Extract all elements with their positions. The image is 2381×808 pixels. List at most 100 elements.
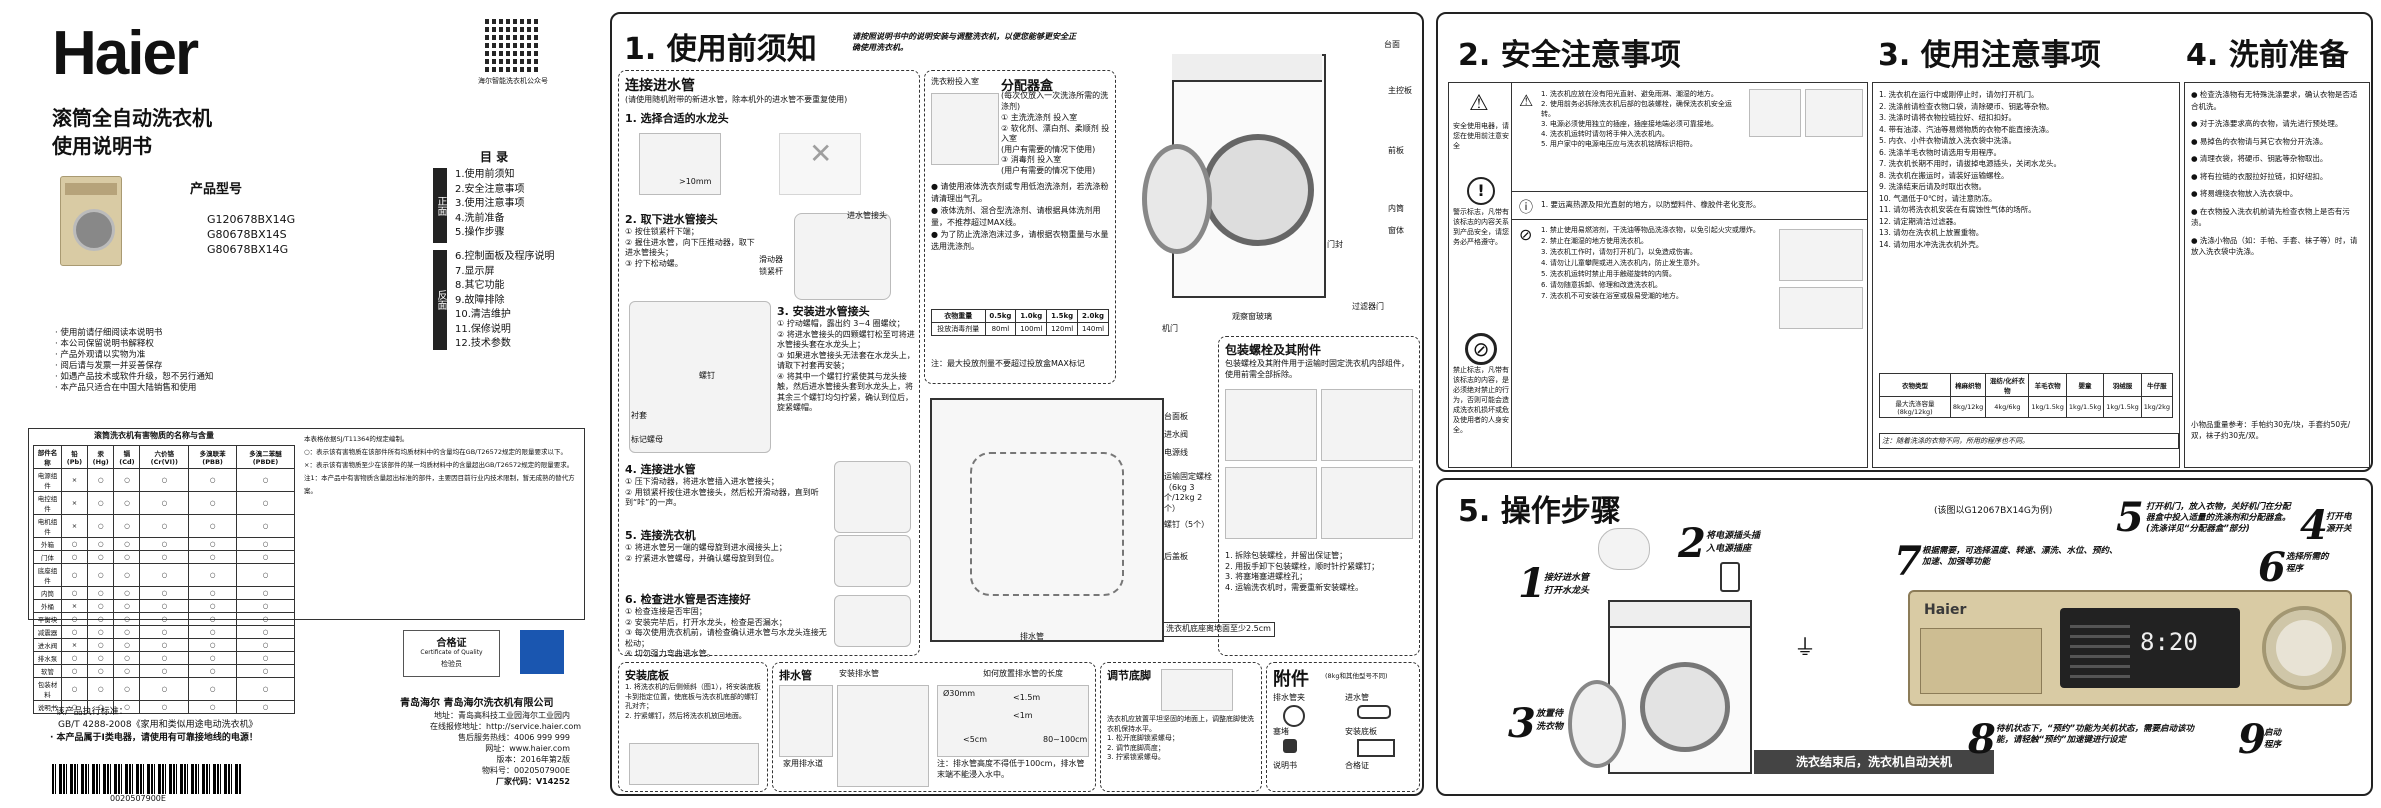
toc-item[interactable]: 2.安全注意事项 bbox=[455, 183, 525, 195]
label-front-panel: 前板 bbox=[1388, 146, 1404, 155]
section-1-subnote: 请按照说明书中的说明安装与调整洗衣机，以便您能够更安全正确使用洗衣机。 bbox=[852, 32, 1076, 52]
adjust-feet-box: 调节底脚 洗衣机应放置平坦坚固的地面上，调整底脚使洗衣机保持水平。 1. 松开底… bbox=[1100, 662, 1262, 792]
cert-subtitle: Certificate of Quality bbox=[420, 649, 483, 656]
prep-item: ● 在衣物投入洗衣机前请先检查衣物上是否有污渍。 bbox=[2191, 206, 2350, 228]
table-cell: 铅(Pb) bbox=[61, 445, 88, 469]
table-cell: 羽绒服 bbox=[2103, 373, 2142, 397]
hazard-note: 本表格依据SJ/T11364的规定编制。 bbox=[304, 435, 409, 443]
faucet-step-illustration bbox=[1598, 528, 1650, 570]
caution-icon: ⚠ bbox=[1469, 91, 1489, 116]
machine-open-door-step bbox=[1568, 680, 1626, 768]
toc-item[interactable]: 1.使用前须知 bbox=[455, 169, 515, 180]
label-screw: 螺钉 bbox=[699, 371, 715, 380]
usage-item: 6. 洗涤羊毛衣物时请选用专用程序。 bbox=[1879, 147, 2002, 157]
qr-caption: 海尔智能洗衣机公众号 bbox=[478, 77, 548, 85]
step-text-7: 根据需要，可选择温度、转速、漂洗、水位、预约、加速、加强等功能 bbox=[1922, 546, 2118, 567]
table-cell: ○ bbox=[235, 700, 296, 714]
toc-item[interactable]: 9.故障排除 bbox=[455, 294, 505, 306]
table-cell: 电机组件 bbox=[32, 514, 63, 538]
drain-sub: 安装排水管 bbox=[839, 669, 879, 678]
prep-items: ● 检查洗涤物有无特殊洗涤要求，确认衣物是否适合机洗。 ● 对于洗涤要求高的衣物… bbox=[2191, 89, 2363, 264]
usage-item: 10. 气温低于0℃时，请注意防冻。 bbox=[1879, 193, 1997, 203]
toc-item[interactable]: 12.技术参数 bbox=[455, 338, 511, 349]
toc-item[interactable]: 11.保修说明 bbox=[455, 323, 511, 335]
cover-panel: Haier 滚筒全自动洗衣机 使用说明书 海尔智能洗衣机公众号 产品型号 G12… bbox=[0, 0, 600, 808]
table-cell: ○ bbox=[61, 586, 88, 600]
table-cell: 1kg/1.5kg bbox=[2103, 396, 2142, 418]
warning-icon-glyph: ! bbox=[1477, 181, 1485, 200]
table-cell: 1kg/1.5kg bbox=[2065, 396, 2105, 418]
safety-item: 2. 使用前务必拆除洗衣机后部的包装螺栓，确保洗衣机安全运转。 bbox=[1541, 100, 1732, 118]
table-cell: 汞(Hg) bbox=[86, 445, 115, 469]
section-1-title: 1. 使用前须知 bbox=[624, 32, 817, 67]
label-drain-hose: 排水管 bbox=[1020, 632, 1044, 641]
table-cell: ○ bbox=[235, 677, 296, 701]
table-cell: ○ bbox=[188, 491, 237, 515]
table-cell: ○ bbox=[139, 514, 190, 538]
table-cell: ○ bbox=[235, 537, 296, 551]
step-2-title: 2. 取下进水管接头 bbox=[625, 213, 718, 226]
step-4-title: 4. 连接进水管 bbox=[625, 463, 696, 476]
table-row: 减震器○○○○○○ bbox=[32, 625, 296, 639]
table-cell: 140ml bbox=[1077, 322, 1109, 336]
machine-step-door bbox=[1640, 662, 1730, 752]
step-4-line: ① 压下滑动器，将进水管插入进水管接头； bbox=[625, 477, 779, 486]
insert-hose-illustration bbox=[834, 461, 911, 533]
table-cell: 1kg/1.5kg bbox=[2028, 396, 2067, 418]
toc-item[interactable]: 6.控制面板及程序说明 bbox=[455, 251, 555, 262]
plug-step-illustration bbox=[1720, 562, 1740, 592]
table-cell: ○ bbox=[86, 586, 115, 600]
website: 网址：www.haier.com bbox=[485, 744, 570, 753]
table-row: 电控组件×○○○○○ bbox=[32, 491, 296, 515]
manufacturer-name: 青岛海尔洗衣机有限公司 bbox=[443, 698, 554, 709]
table-row: 门体○○○○○○ bbox=[32, 550, 296, 564]
drain-label-outlet: 家用排水道 bbox=[783, 759, 823, 768]
capacity-table: 衣物类型棉麻织物混纺/化纤衣物羊毛衣物婴童羽绒服牛仔服 最大洗涤容量(8kg/1… bbox=[1879, 373, 2174, 418]
toc-item[interactable]: 4.洗前准备 bbox=[455, 212, 505, 224]
dispenser-text-line: ● 液体洗剂、混合型洗涤剂、请根据具体洗剂用量，不推荐超过MAX线。 bbox=[931, 206, 1101, 227]
usage-item: 11. 请勿将洗衣机安装在有腐蚀性气体的场所。 bbox=[1879, 205, 2036, 214]
warn-icon-a: ⚠ bbox=[1519, 91, 1534, 110]
qr-code-pattern bbox=[485, 16, 541, 72]
table-cell: ○ bbox=[139, 638, 190, 652]
program-knob[interactable] bbox=[2262, 606, 2346, 690]
packing-step: 2. 用扳手卸下包装螺栓，顺时针拧紧螺钉； bbox=[1225, 561, 1380, 571]
table-cell: ○ bbox=[139, 537, 190, 551]
table-row: 外桶×○○○○○ bbox=[32, 599, 296, 613]
table-cell: ○ bbox=[86, 514, 115, 538]
label-door: 机门 bbox=[1162, 324, 1178, 333]
table-cell: ○ bbox=[86, 599, 115, 613]
usage-note: 注：随着洗涤的衣物不同，所用的程序也不同。 bbox=[1879, 433, 2179, 449]
install-bottom-line: 2. 拧紧螺钉，然后将洗衣机放回地面。 bbox=[625, 711, 746, 720]
machine-inlet-illustration bbox=[834, 535, 911, 587]
prep-item: ● 易掉色的衣物请与其它衣物分开洗涤。 bbox=[2191, 136, 2328, 146]
water-hose-title: 连接进水管 bbox=[625, 78, 695, 94]
table-cell: 婴童 bbox=[2065, 373, 2105, 397]
safety-illustration-4 bbox=[1779, 287, 1863, 329]
label-slider: 滑动器 bbox=[759, 255, 783, 264]
table-cell: 外箱 bbox=[32, 537, 63, 551]
hazard-note: 注1：本产品中有害物质含量超出标准的部件，主要因目前行业内技术限制，暂无成熟的替… bbox=[304, 474, 575, 495]
table-cell: ○ bbox=[235, 625, 296, 639]
toc-item[interactable]: 10.清洁维护 bbox=[455, 309, 511, 320]
faucet-illustration bbox=[639, 133, 721, 195]
toc-item[interactable]: 7.显示屏 bbox=[455, 265, 495, 277]
model-note: (该图以G12067BX14G为例) bbox=[1934, 506, 2053, 516]
model-2: G80678BX14S bbox=[207, 228, 287, 241]
table-cell: ○ bbox=[139, 599, 190, 613]
drain-label-height: 80~100cm bbox=[1043, 735, 1088, 744]
table-cell: ○ bbox=[61, 550, 88, 564]
toc-item[interactable]: 8.其它功能 bbox=[455, 280, 505, 291]
accessory-item: 进水管 bbox=[1345, 693, 1369, 702]
step-2-line: ① 按住锁紧杆下端； bbox=[625, 227, 699, 236]
toc-item[interactable]: 3.使用注意事项 bbox=[455, 198, 525, 209]
label-nut: 标记螺母 bbox=[631, 435, 663, 444]
packing-step: 3. 将塞堵塞进螺栓孔； bbox=[1225, 572, 1308, 581]
step-number-9: 9 bbox=[2238, 716, 2266, 763]
usage-items: 1. 洗衣机在运行中或刚停止时，请勿打开机门。 2. 洗涤前请检查衣物口袋，清除… bbox=[1879, 89, 2173, 250]
manufacturer-info: 地址：青岛高科技工业园海尔工业园内 在线报修地址：http://service.… bbox=[430, 710, 581, 787]
usage-item: 9. 洗涤结束后请及时取出衣物。 bbox=[1879, 182, 1987, 191]
toc-item[interactable]: 5.操作步骤 bbox=[455, 227, 505, 238]
dispenser-item: (用户有需要的情况下使用) bbox=[1001, 165, 1096, 175]
usage-item: 14. 请勿用水冲洗洗衣机外壳。 bbox=[1879, 239, 1984, 249]
